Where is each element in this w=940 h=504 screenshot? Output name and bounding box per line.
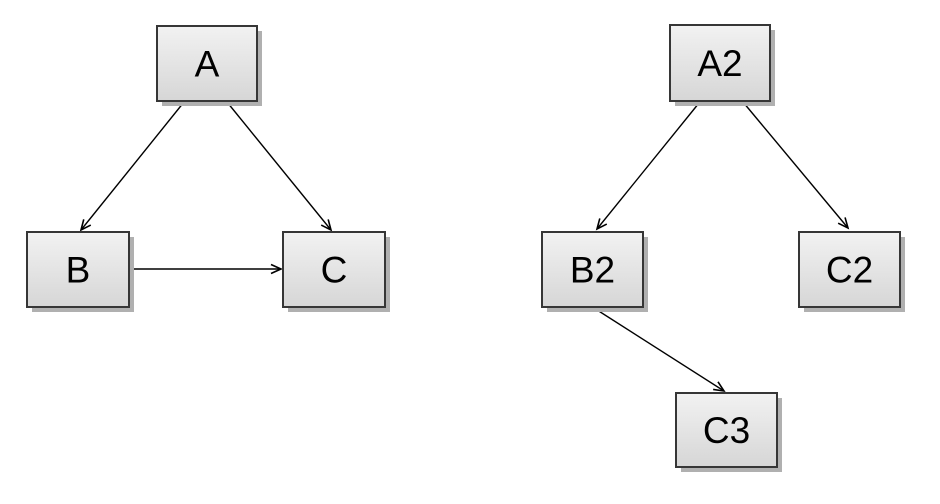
node-box <box>798 231 901 308</box>
node-box <box>282 231 386 308</box>
node-box <box>541 231 644 308</box>
edge-a2-b2[interactable] <box>595 102 700 231</box>
node-c2[interactable]: C2 <box>798 231 905 312</box>
node-a2[interactable]: A2 <box>669 24 775 106</box>
edge-a-b[interactable] <box>79 101 185 232</box>
edge-a2-c2[interactable] <box>742 101 850 230</box>
node-c3[interactable]: C3 <box>675 392 782 472</box>
node-b[interactable]: B <box>26 231 134 312</box>
node-box <box>156 25 258 102</box>
node-label: C2 <box>826 250 873 291</box>
node-label: B2 <box>570 250 615 291</box>
node-box <box>26 231 130 308</box>
edge-a-c[interactable] <box>226 101 333 232</box>
node-label: A2 <box>697 43 742 84</box>
node-label: C3 <box>703 410 750 451</box>
node-label: C <box>321 250 348 291</box>
node-box <box>669 24 771 102</box>
node-a[interactable]: A <box>156 25 262 106</box>
node-box <box>675 392 778 468</box>
node-label: A <box>195 44 220 85</box>
node-c[interactable]: C <box>282 231 390 312</box>
node-b2[interactable]: B2 <box>541 231 648 312</box>
edge-b2-c3[interactable] <box>593 307 726 393</box>
node-label: B <box>66 250 91 291</box>
